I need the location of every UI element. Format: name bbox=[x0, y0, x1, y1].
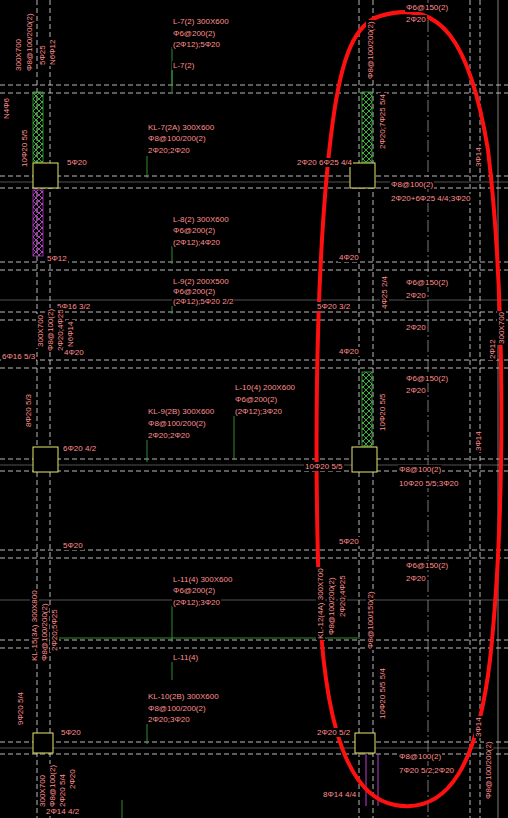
rebar-annotation: 5Φ12 bbox=[46, 254, 68, 263]
rebar-annotation: 2Φ20 bbox=[405, 291, 427, 300]
rebar-annotation: L-7(2) bbox=[172, 61, 195, 70]
rebar-annotation: Φ6@200(2) bbox=[172, 586, 216, 595]
rebar-annotation: Φ8@100(2) bbox=[46, 308, 55, 352]
review-ellipse bbox=[317, 12, 502, 806]
rebar-annotation: 8Φ14 4/4 bbox=[322, 790, 357, 799]
rebar-annotation: L-10(4) 200X600 bbox=[234, 383, 296, 392]
rebar-annotation: L-9(2) 200X500 bbox=[172, 277, 230, 286]
rebar-annotation: 6Φ20 4/2 bbox=[62, 444, 97, 453]
rebar-annotation: (2Φ12);3Φ20 bbox=[172, 598, 221, 607]
rebar-annotation: N6Φ14 bbox=[66, 320, 75, 348]
rebar-annotation: 2Φ20;5Φ25 bbox=[50, 608, 59, 652]
rebar-annotation: KL-12(4A) 300X700 bbox=[316, 567, 325, 640]
rebar-annotation: Φ6@150(2) bbox=[405, 561, 449, 570]
axis-lines bbox=[0, 182, 508, 748]
rebar-annotation: 2Φ20 bbox=[405, 574, 427, 583]
rebar-annotation: L-7(2) 300X600 bbox=[172, 17, 230, 26]
rebar-annotation: 2Φ20;7Φ25 5/4 bbox=[378, 93, 387, 150]
rebar-annotation: 5Φ20 bbox=[62, 541, 84, 550]
center-line bbox=[428, 0, 429, 818]
rebar-annotation: Φ8@100/200(2) bbox=[327, 576, 336, 636]
leader-lines bbox=[45, 47, 360, 818]
rebar-annotation: 2Φ20 bbox=[405, 15, 427, 24]
rebar-annotation: 8Φ20 5/3 bbox=[24, 393, 33, 428]
rebar-annotation: 4Φ20 bbox=[63, 348, 85, 357]
rebar-annotation: 2Φ14 4/2 bbox=[45, 807, 80, 816]
rebar-annotation: 9Φ20 5/4 bbox=[16, 691, 25, 726]
rebar-annotation: 5Φ20 bbox=[60, 728, 82, 737]
rebar-annotation: N6Φ12 bbox=[48, 38, 57, 66]
rebar-annotation: 300X700 bbox=[497, 311, 506, 345]
rebar-annotation: 5Φ20 3/2 bbox=[316, 302, 351, 311]
rebar-annotation: Φ6@200(2) bbox=[234, 395, 278, 404]
rebar-annotation: Φ8@100/200(2) bbox=[484, 740, 493, 800]
rebar-annotation: 2Φ20;3Φ20 bbox=[147, 715, 191, 724]
rebar-annotation: Φ6@200(2) bbox=[172, 287, 216, 296]
rebar-annotation: 2Φ20;4Φ25 bbox=[338, 574, 347, 618]
rebar-annotation: 3Φ14 bbox=[474, 430, 483, 452]
edge-line bbox=[498, 0, 499, 818]
rebar-annotation: 5Φ20 bbox=[66, 158, 88, 167]
rebar-annotation: 4Φ25 2/4 bbox=[380, 275, 389, 310]
rebar-annotation: KL-7(2A) 300X600 bbox=[147, 123, 215, 132]
rebar-annotation: Φ6@150(2) bbox=[405, 374, 449, 383]
rebar-annotation: Φ8@100/200(2) bbox=[40, 602, 49, 662]
rebar-annotation: Φ6@200(2) bbox=[172, 226, 216, 235]
rebar-annotation: 4Φ20 bbox=[338, 253, 360, 262]
rebar-annotation: Φ6@150(2) bbox=[405, 3, 449, 12]
rebar-annotation: 6Φ16 5/3 bbox=[1, 352, 36, 361]
rebar-annotation: 2Φ20;2Φ20 bbox=[147, 431, 191, 440]
rebar-annotation: (2Φ12);5Φ20 2/2 bbox=[172, 297, 234, 306]
rebar-annotation: 5Φ20 bbox=[338, 537, 360, 546]
rebar-annotation: 2Φ20;2Φ20 bbox=[147, 146, 191, 155]
rebar-annotation: 2Φ12 bbox=[488, 338, 497, 360]
rebar-annotation: (2Φ12);5Φ20 bbox=[172, 40, 221, 49]
rebar-annotation: 10Φ20 5/5 5/4 bbox=[378, 667, 387, 720]
rebar-annotation: 4Φ20 bbox=[338, 347, 360, 356]
rebar-annotation: 3Φ14 bbox=[474, 146, 483, 168]
rebar-annotation: 300X700 bbox=[38, 774, 47, 808]
rebar-annotation: Φ8@100(2) bbox=[398, 465, 442, 474]
rebar-annotation: L-11(4) 300X600 bbox=[172, 575, 233, 584]
rebar-annotation: Φ8@100/200(2) bbox=[147, 704, 207, 713]
rebar-annotation: 300X700 bbox=[14, 38, 23, 72]
rebar-annotation: 300X700 bbox=[36, 314, 45, 348]
rebar-annotation: (2Φ12);4Φ20 bbox=[172, 238, 221, 247]
rebar-annotation: 3Φ14 bbox=[474, 716, 483, 738]
rebar-annotation: 2Φ20 bbox=[68, 768, 77, 790]
rebar-annotation: Φ8@100/150(2) bbox=[366, 590, 375, 650]
rebar-annotation: 2Φ20;4Φ25 bbox=[56, 308, 65, 352]
rebar-annotation: L-11(4) bbox=[172, 653, 199, 662]
rebar-annotation: KL-10(2B) 300X600 bbox=[147, 692, 220, 701]
rebar-annotation: Φ8@100(2) bbox=[390, 180, 434, 189]
rebar-annotation: 2Φ20 bbox=[405, 386, 427, 395]
rebar-annotation: KL-15(3A) 300X800 bbox=[30, 589, 39, 662]
rebar-annotation: 2Φ20 bbox=[405, 323, 427, 332]
rebar-annotation: Φ6@200(2) bbox=[172, 29, 216, 38]
rebar-annotation: 10Φ20 5/5;3Φ20 bbox=[398, 479, 459, 488]
rebar-annotation: 2Φ20+6Φ25 4/4;3Φ20 bbox=[390, 194, 471, 203]
rebar-annotation: (2Φ12);3Φ20 bbox=[234, 407, 283, 416]
rebar-annotation: N4Φ6 bbox=[2, 97, 11, 120]
rebar-annotation: 2Φ20 5/2 bbox=[316, 728, 351, 737]
rebar-annotation: 7Φ20 5/2;2Φ20 bbox=[398, 766, 455, 775]
rebar-annotation: 2Φ20 5/4 bbox=[58, 773, 67, 808]
rebar-annotation: KL-9(2B) 300X600 bbox=[147, 407, 215, 416]
rebar-annotation: 2Φ20 6Φ25 4/4 bbox=[296, 158, 353, 167]
rebar-annotation: Φ8@100/200(2) bbox=[366, 20, 375, 80]
rebar-annotation: L-8(2) 300X600 bbox=[172, 215, 230, 224]
rebar-annotation: Φ6@150(2) bbox=[405, 278, 449, 287]
rebar-annotation: 10Φ20 5/5 bbox=[304, 462, 344, 471]
rebar-annotation: Φ8@100/200(2) bbox=[25, 12, 34, 72]
rebar-annotation: 10Φ20 5/5 bbox=[378, 392, 387, 432]
rebar-annotation: Φ8@100(2) bbox=[398, 752, 442, 761]
rebar-annotation: Φ8@100(2) bbox=[48, 764, 57, 808]
rebar-annotation: Φ8@100/200(2) bbox=[147, 134, 207, 143]
rebar-annotation: 10Φ20 5/5 bbox=[20, 128, 29, 168]
rebar-annotation: Φ8@100/200(2) bbox=[147, 419, 207, 428]
rebar-annotation: 5Φ25 bbox=[38, 44, 47, 66]
